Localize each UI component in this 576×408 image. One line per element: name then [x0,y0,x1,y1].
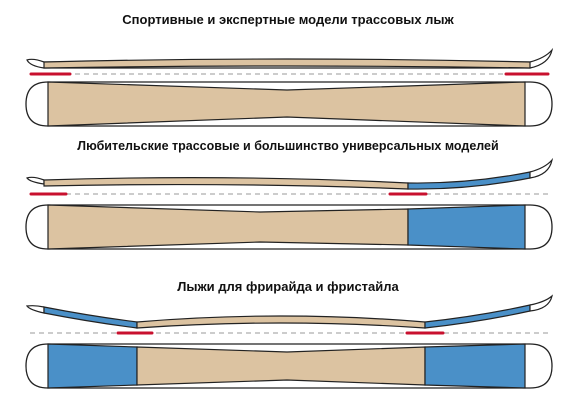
section-title-freeride: Лыжи для фрирайда и фристайла [177,279,399,294]
ski-top-core [47,204,409,250]
ski-top-rocker-zone [407,204,526,250]
ski-side-rocker-front [424,304,531,329]
ski-side-tip [529,294,553,312]
allmountain-ski-group [25,157,554,250]
ski-side-tip [529,157,554,179]
ski-side-rocker-rear [43,306,138,329]
ski-side-profile [136,315,426,329]
ski-side-profile [43,58,531,69]
ski-top-core [47,81,526,127]
section-title-allmountain: Любительские трассовые и большинство уни… [77,139,499,153]
section-title-race: Спортивные и экспертные модели трассовых… [122,12,454,27]
ski-top-core [136,346,426,386]
ski-side-tail [25,305,45,314]
ski-top-rocker-zone-rear [47,343,138,389]
ski-top-rocker-zone-front [424,343,526,389]
ski-side-profile [43,177,409,190]
freeride-ski-group [25,294,553,389]
race-ski-group [25,47,554,127]
ski-side-tail [26,176,45,185]
ski-side-rocker [407,171,531,190]
